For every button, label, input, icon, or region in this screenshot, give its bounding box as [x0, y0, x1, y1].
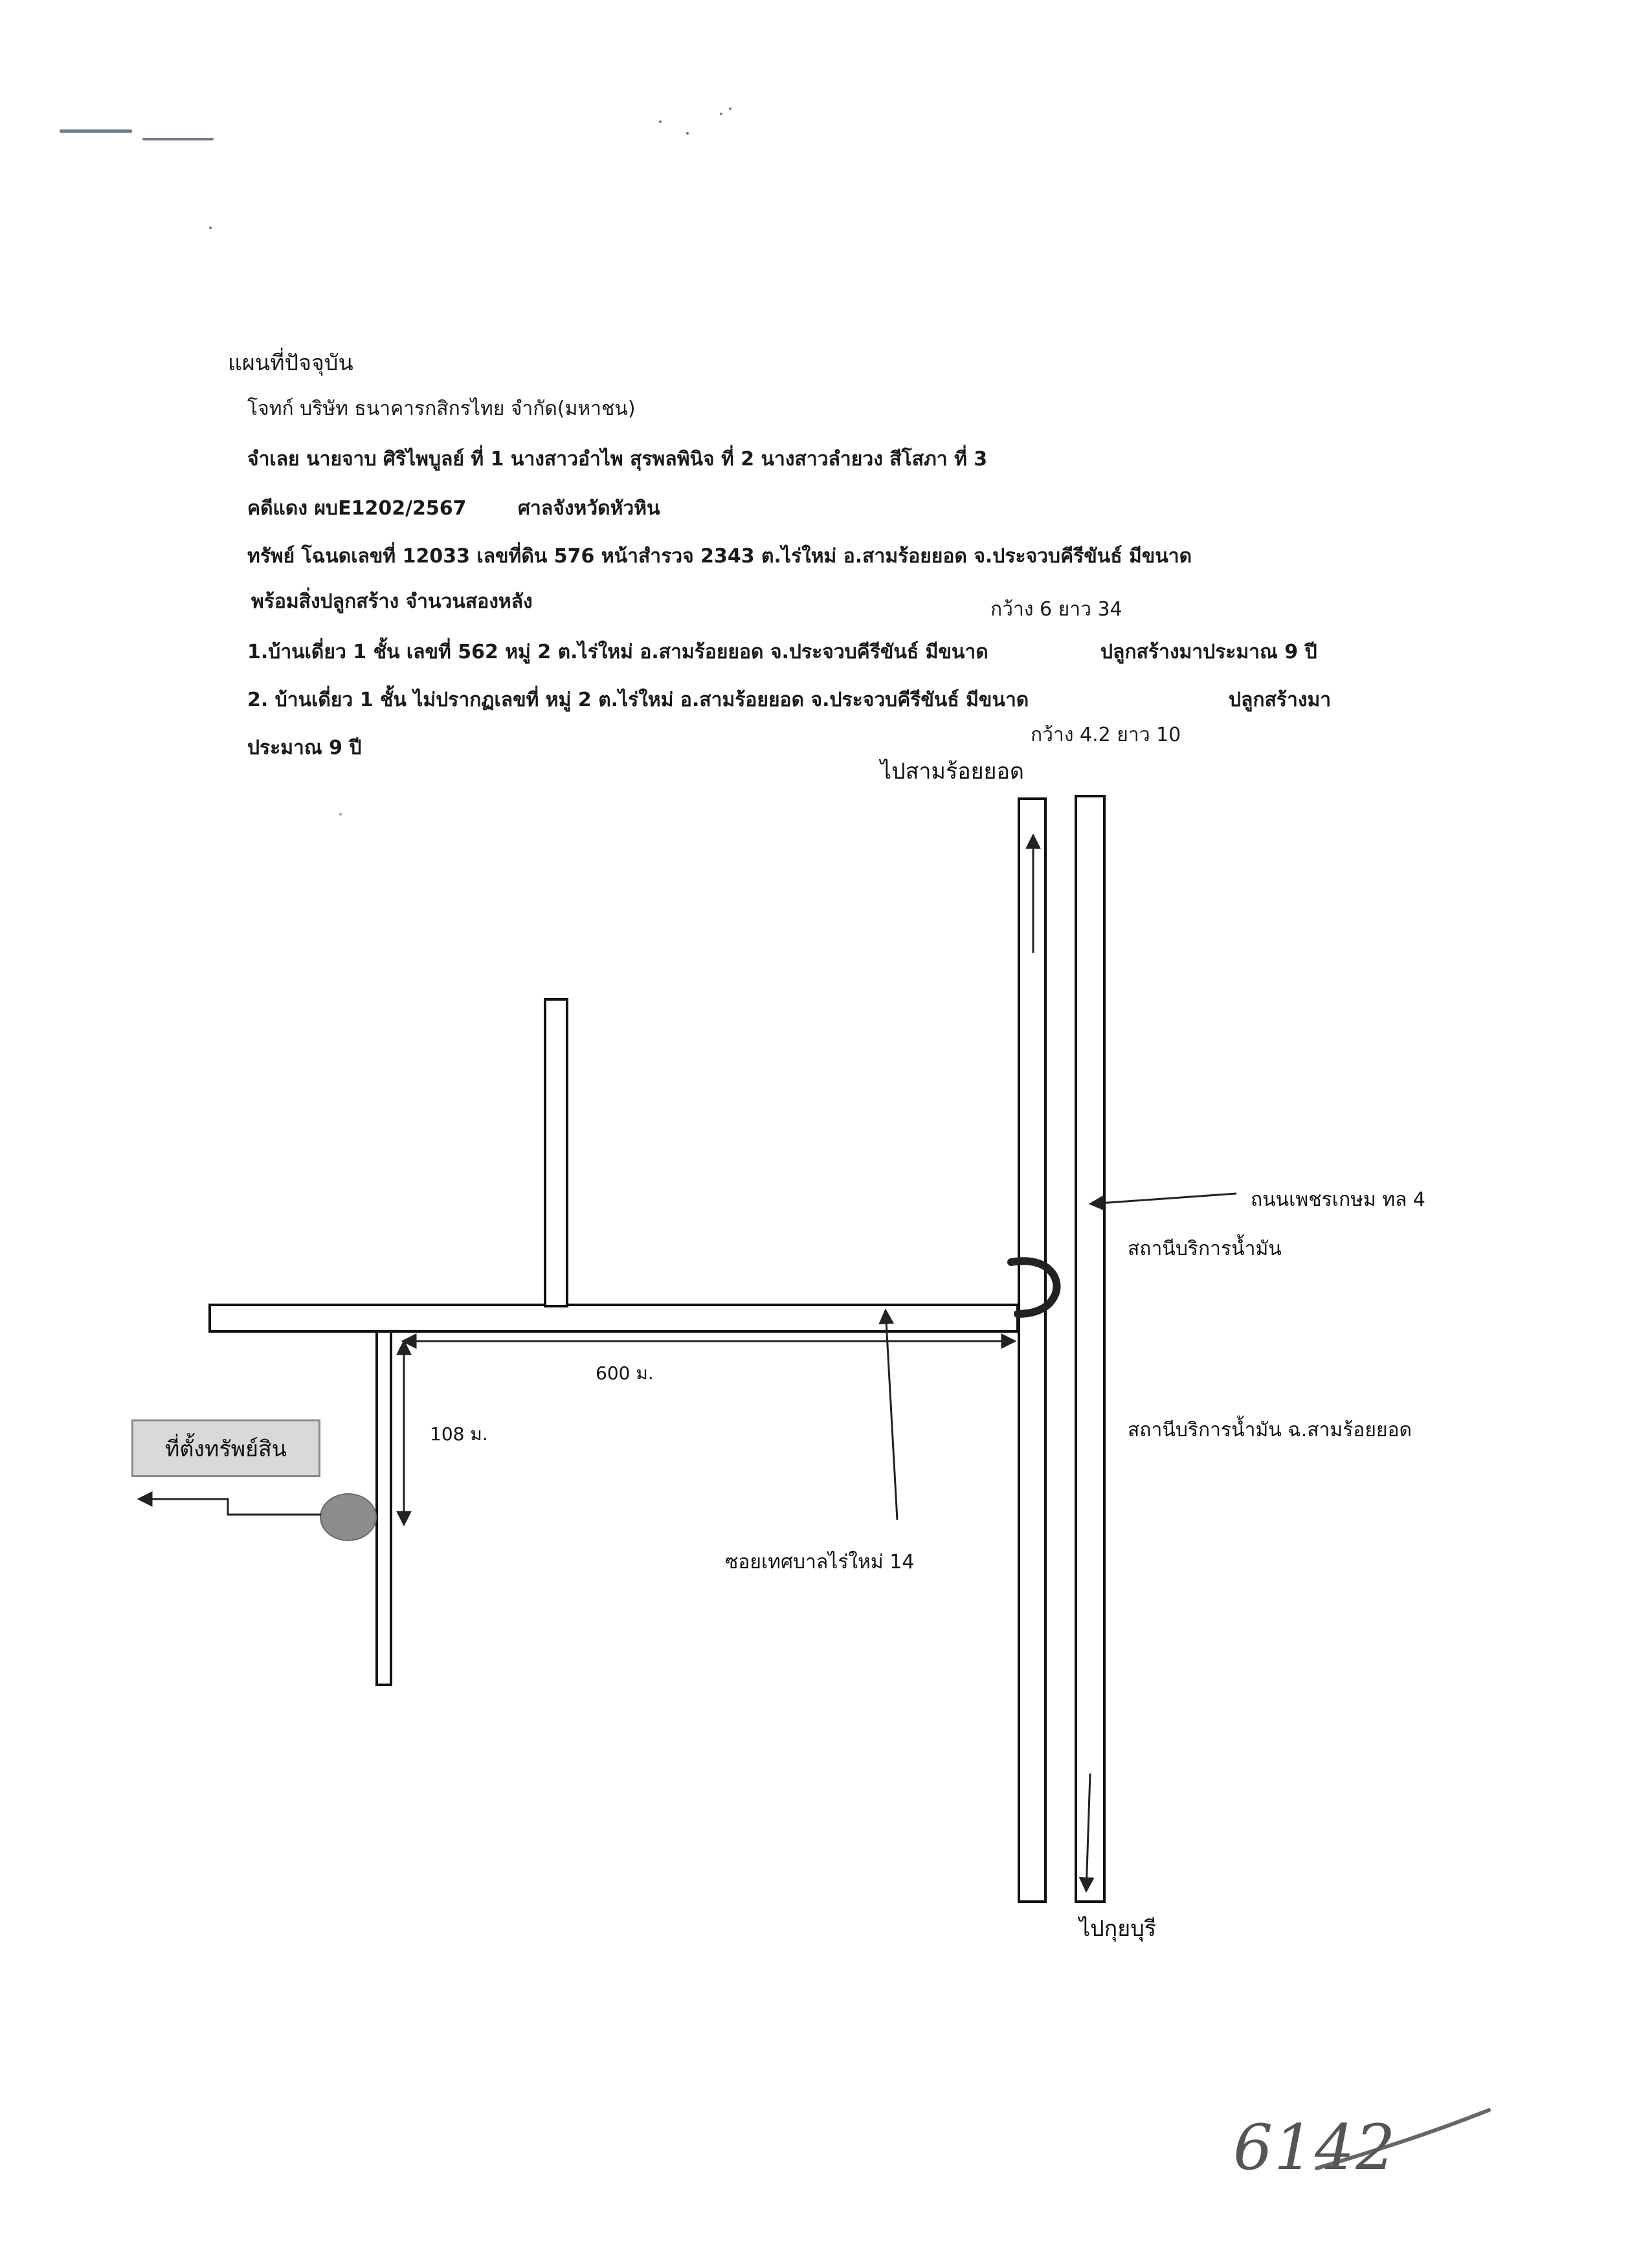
property-leader: [137, 1491, 321, 1516]
case-number: คดีแดง ผบE1202/2567: [247, 497, 467, 520]
plaintiff-line: โจทก์ บริษัท ธนาคารกสิกรไทย จำกัด(มหาชน): [247, 397, 636, 420]
size-2: กว้าง 4.2 ยาว 10: [1031, 724, 1181, 746]
court-name: ศาลจังหวัดหัวหิน: [518, 497, 660, 520]
handwritten-number: 6142: [1233, 2111, 1397, 2184]
property-location-box: ที่ตั้งทรัพย์สิน: [131, 1419, 320, 1477]
label-dist-vertical: 108 ม.: [430, 1423, 488, 1445]
label-dist-horizontal: 600 ม.: [596, 1362, 654, 1384]
label-to-south: ไปกุยบุรี: [1079, 1916, 1157, 1942]
house-2-line: 2. บ้านเดี่ยว 1 ชั้น ไม่ปรากฏเลขที่ หมู่…: [247, 689, 1029, 711]
side-road-north: [544, 998, 568, 1307]
highway-lane-left: [1018, 797, 1047, 1903]
label-gas-station-1: สถานีบริการน้ำมัน: [1128, 1238, 1282, 1260]
highway-lane-right: [1075, 795, 1106, 1903]
house-1-line: 1.บ้านเดี่ยว 1 ชั้น เลขที่ 562 หมู่ 2 ต.…: [247, 641, 988, 663]
arrow-south: [1078, 1773, 1095, 1893]
u-turn-mark: [1007, 1257, 1061, 1318]
scan-mark: [60, 129, 132, 133]
side-road-south: [375, 1330, 392, 1686]
scan-mark: [142, 138, 214, 140]
property-location-marker: [320, 1493, 377, 1541]
label-highway: ถนนเพชรเกษม ทล 4: [1251, 1188, 1425, 1211]
size-1: กว้าง 6 ยาว 34: [990, 598, 1122, 621]
label-to-north: ไปสามร้อยยอด: [880, 759, 1024, 784]
buildings-line: พร้อมสิ่งปลูกสร้าง จำนวนสองหลัง: [251, 590, 533, 613]
defendants-line: จำเลย นายจาบ ศิริไพบูลย์ ที่ 1 นางสาวอำไ…: [247, 448, 988, 471]
property-line: ทรัพย์ โฉนดเลขที่ 12033 เลขที่ดิน 576 หน…: [247, 545, 1192, 568]
house-2-age-a: ปลูกสร้างมา: [1229, 689, 1332, 711]
handwritten-stroke: [1315, 2108, 1491, 2170]
label-soi: ซอยเทศบาลไร่ใหม่ 14: [725, 1551, 915, 1573]
page-title: แผนที่ปัจจุบัน: [228, 350, 353, 376]
arrow-highway-leader: [1088, 1192, 1237, 1211]
house-2-age-b: ประมาณ 9 ปี: [247, 737, 362, 759]
house-1-age: ปลูกสร้างมาประมาณ 9 ปี: [1100, 641, 1317, 663]
label-gas-station-2: สถานีบริการน้ำมัน ฉ.สามร้อยยอด: [1128, 1419, 1412, 1441]
